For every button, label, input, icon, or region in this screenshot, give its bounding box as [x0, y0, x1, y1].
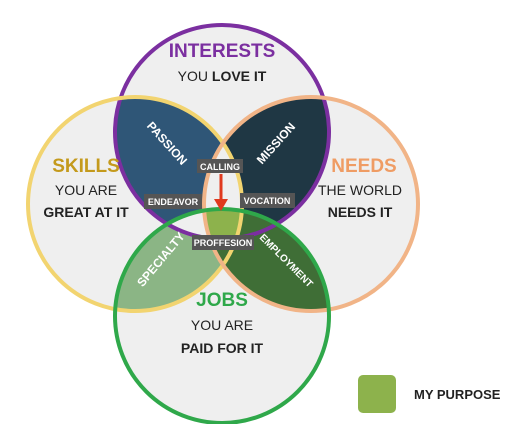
endeavor-tag-label: ENDEAVOR: [148, 197, 199, 207]
calling-tag: CALLING: [197, 159, 243, 173]
jobs-line2: PAID FOR IT: [181, 340, 264, 356]
employment-region: [204, 209, 329, 311]
purpose-swatch: [358, 375, 396, 413]
needs-outline: [202, 95, 420, 313]
interests-subtitle: YOU LOVE IT: [178, 68, 267, 84]
vocation-tag: VOCATION: [240, 193, 295, 208]
specialty-region: [115, 209, 242, 311]
needs-title: NEEDS: [331, 156, 396, 177]
jobs-line1: YOU ARE: [191, 317, 253, 333]
interests-title: INTERESTS: [169, 41, 276, 62]
skills-title: SKILLS: [52, 156, 120, 177]
proffesion-tag-label: PROFFESION: [194, 238, 253, 248]
legend-label: MY PURPOSE: [414, 386, 501, 402]
vocation-tag-label: VOCATION: [244, 196, 291, 206]
endeavor-tag: ENDEAVOR: [144, 194, 202, 209]
needs-line2: NEEDS IT: [328, 204, 393, 220]
down-arrow-icon: [214, 174, 228, 211]
calling-tag-label: CALLING: [200, 162, 240, 172]
skills-line2: GREAT AT IT: [43, 204, 129, 220]
proffesion-tag: PROFFESION: [192, 235, 254, 250]
jobs-title: JOBS: [196, 290, 248, 311]
needs-line1: THE WORLD: [318, 182, 402, 198]
skills-line1: YOU ARE: [55, 182, 117, 198]
legend: MY PURPOSE: [358, 375, 500, 413]
